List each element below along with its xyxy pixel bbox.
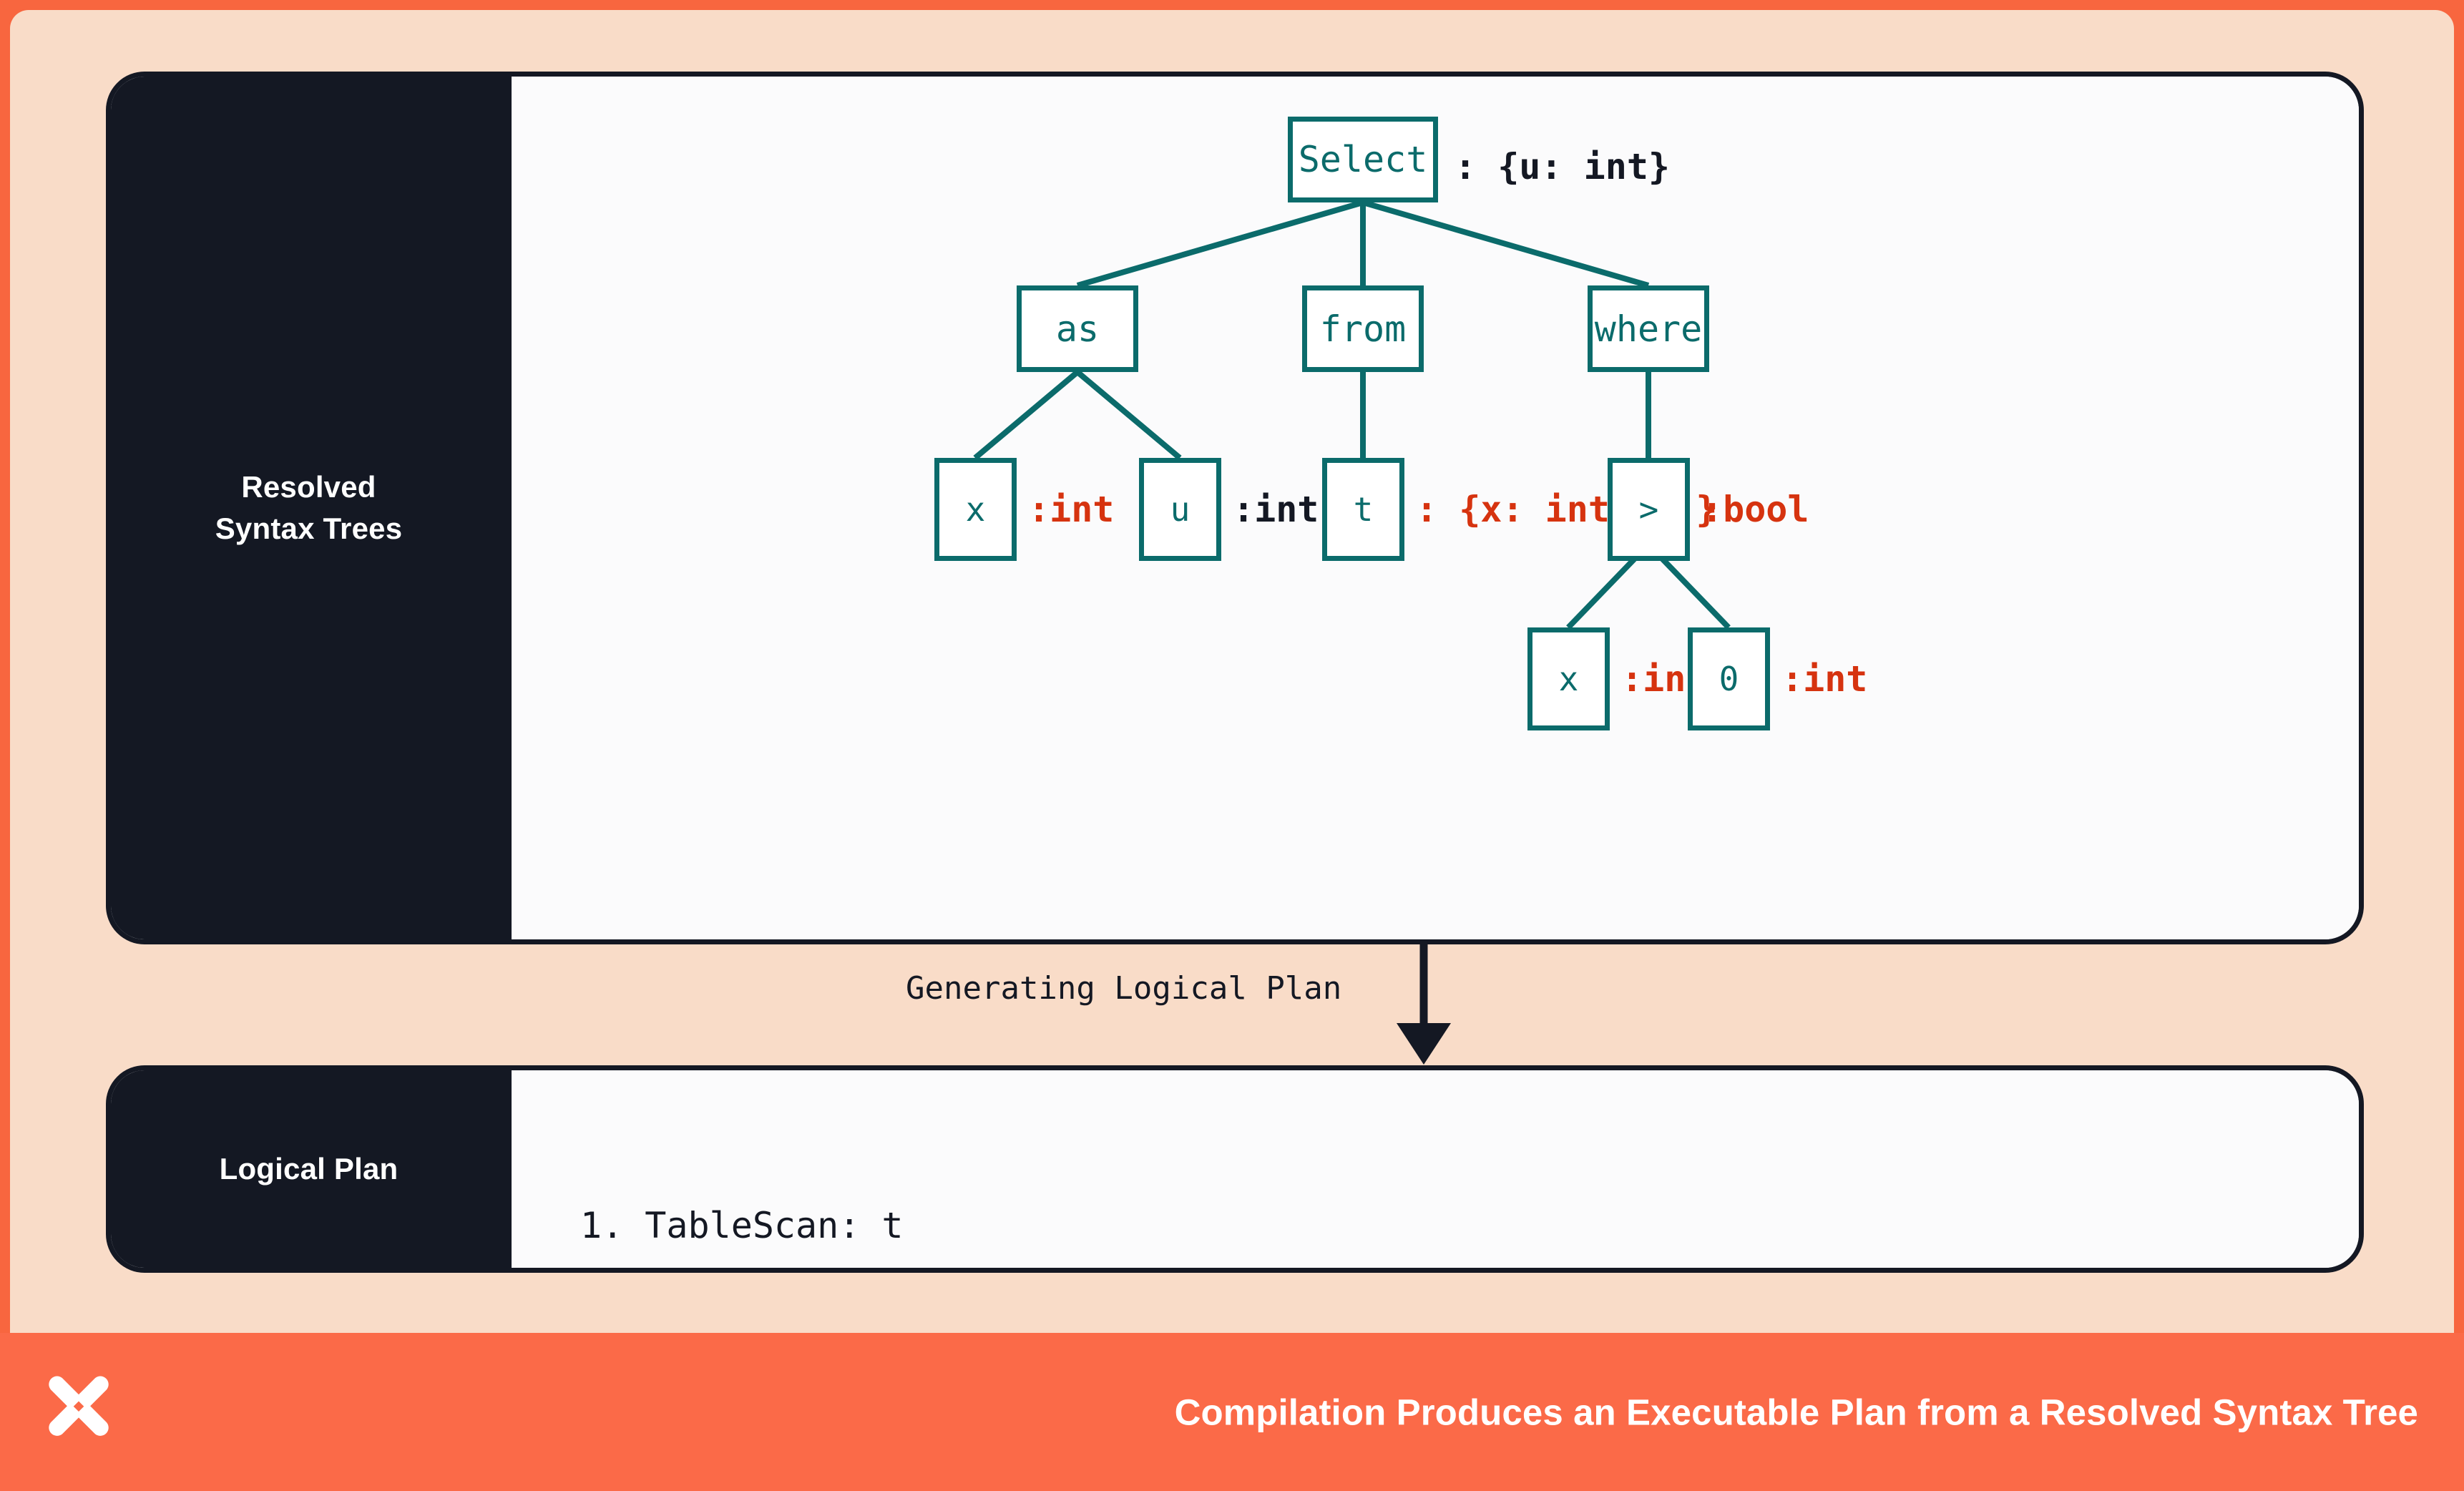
tree-node-select[interactable]: Select (1288, 117, 1438, 202)
tree-node-as-x-type: :int (1028, 489, 1115, 530)
tree-node-as-u[interactable]: u (1139, 458, 1221, 561)
tree-node-gt-zero-type: :int (1781, 658, 1868, 700)
x-star-logo-icon (49, 1376, 109, 1436)
logical-plan-label-text: Logical Plan (219, 1152, 399, 1186)
transition-arrow-icon (1397, 944, 1451, 1065)
tree-node-gt-zero-label: 0 (1719, 660, 1739, 698)
tree-node-from-t-label: t (1353, 490, 1374, 529)
tree-node-as-u-label: u (1170, 490, 1191, 529)
tree-node-gt-x[interactable]: x (1527, 627, 1610, 730)
tree-node-as-u-type: :int (1233, 489, 1319, 530)
transition-arrow-group (106, 944, 2364, 1066)
logical-plan-body: 1. TableScan: t 2. Filter: t.x > 0 3. Pr… (512, 1070, 2359, 1268)
tree-node-where-label: where (1594, 308, 1703, 350)
tree-node-as-x[interactable]: x (934, 458, 1017, 561)
rst-label-line2: Syntax Trees (215, 512, 403, 545)
resolved-syntax-trees-card: Resolved Syntax Trees (106, 72, 2364, 944)
tree-node-greater-than-label: > (1638, 490, 1659, 529)
rst-label-line1: Resolved (241, 470, 376, 504)
tree-node-gt-zero[interactable]: 0 (1688, 627, 1770, 730)
tree-node-as-x-label: x (965, 490, 986, 529)
logical-plan-label: Logical Plan (111, 1070, 512, 1268)
tree-node-select-type: : {u: int} (1455, 146, 1671, 187)
tree-node-gt-x-label: x (1558, 660, 1579, 698)
tree-node-greater-than[interactable]: > (1608, 458, 1690, 561)
banner-caption: Compilation Produces an Executable Plan … (1174, 1392, 2418, 1432)
tree-node-from-t[interactable]: t (1322, 458, 1404, 561)
tree-node-greater-than-type: :bool (1701, 489, 1809, 530)
logical-plan-steps: 1. TableScan: t 2. Filter: t.x > 0 3. Pr… (580, 1099, 1075, 1268)
footer-banner: Compilation Produces an Executable Plan … (0, 1333, 2464, 1491)
tree-node-as[interactable]: as (1017, 285, 1138, 372)
tree-node-from[interactable]: from (1302, 285, 1424, 372)
syntax-tree-canvas: Select : {u: int} as from where x :int (512, 77, 2359, 939)
tree-node-from-label: from (1319, 308, 1407, 350)
resolved-syntax-trees-label: Resolved Syntax Trees (111, 77, 512, 939)
tree-node-where[interactable]: where (1588, 285, 1709, 372)
list-item: 1. TableScan: t (580, 1205, 904, 1246)
logical-plan-card: Logical Plan 1. TableScan: t 2. Filter: … (106, 1065, 2364, 1273)
tree-node-select-label: Select (1298, 139, 1428, 180)
tree-node-as-label: as (1055, 308, 1100, 350)
transition-label: Generating Logical Plan (906, 970, 1342, 1007)
